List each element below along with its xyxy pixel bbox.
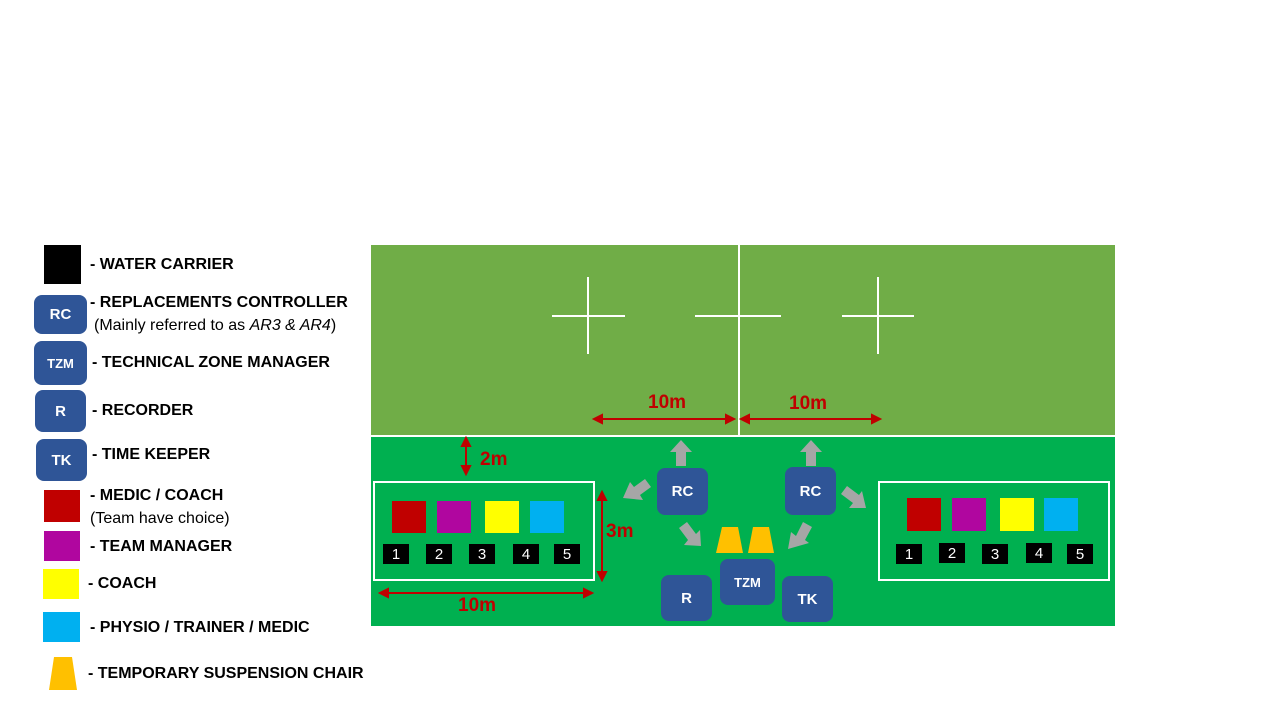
dim-label-10m-left: 10m <box>648 392 687 413</box>
right-coach <box>1000 498 1034 531</box>
right-water-carrier-5: 5 <box>1067 544 1093 564</box>
right-water-carrier-3: 3 <box>982 544 1008 564</box>
legend-temp-chair: - TEMPORARY SUSPENSION CHAIR <box>88 665 364 682</box>
team-manager-swatch <box>44 531 80 561</box>
official-rc-left: RC <box>657 468 708 515</box>
legend-r-badge: R <box>35 390 86 432</box>
dim-label-2m: 2m <box>480 449 508 470</box>
official-rc-right: RC <box>785 467 836 515</box>
medic-coach-swatch <box>44 490 80 522</box>
water-carrier-swatch <box>44 245 81 284</box>
arrow-upleft-left-rc <box>623 479 651 500</box>
arrow-up-right-rc <box>800 440 822 466</box>
left-team-manager <box>437 501 471 533</box>
left-medic-coach <box>392 501 426 533</box>
dim-label-3m: 3m <box>606 521 634 542</box>
official-tk: TK <box>782 576 833 622</box>
left-water-carrier-4: 4 <box>513 544 539 564</box>
legend-rc-note: (Mainly referred to as AR3 & AR4) <box>94 317 336 335</box>
legend-replacements-controller: - REPLACEMENTS CONTROLLER <box>90 294 348 311</box>
official-r: R <box>661 575 712 621</box>
temp-chair-1 <box>716 527 743 553</box>
legend-water-carrier: - WATER CARRIER <box>90 256 234 273</box>
rc-note-suffix: ) <box>330 317 337 334</box>
right-physio <box>1044 498 1078 531</box>
left-water-carrier-3: 3 <box>469 544 495 564</box>
official-tzm: TZM <box>720 559 775 605</box>
right-water-carrier-4: 4 <box>1026 543 1052 563</box>
coach-swatch <box>43 569 79 599</box>
legend-physio: - PHYSIO / TRAINER / MEDIC <box>90 619 310 636</box>
right-water-carrier-1: 1 <box>896 544 922 564</box>
legend-technical-zone-manager: - TECHNICAL ZONE MANAGER <box>92 354 330 371</box>
arrow-downright-left-rc <box>679 522 701 546</box>
arrow-upright-right-rc <box>841 486 866 508</box>
left-water-carrier-1: 1 <box>383 544 409 564</box>
dim-label-10m-bottom: 10m <box>458 595 497 616</box>
physio-swatch <box>43 612 80 642</box>
rc-note-prefix: (Mainly referred to as <box>94 317 250 334</box>
legend-time-keeper: - TIME KEEPER <box>92 446 211 463</box>
legend-medic-coach: - MEDIC / COACH <box>90 487 224 504</box>
legend-team-manager: - TEAM MANAGER <box>90 538 233 555</box>
left-water-carrier-5: 5 <box>554 544 580 564</box>
right-water-carrier-2: 2 <box>939 543 965 563</box>
legend-rc-badge: RC <box>34 295 87 334</box>
legend-recorder: - RECORDER <box>92 402 194 419</box>
left-team-zone <box>373 481 595 581</box>
temp-chair-2 <box>748 527 774 553</box>
legend-tzm-badge: TZM <box>34 341 87 385</box>
rc-note-italic: AR3 & AR4 <box>249 317 331 334</box>
right-medic-coach <box>907 498 941 531</box>
right-team-zone <box>878 481 1110 581</box>
arrow-downleft-right-rc <box>788 522 812 549</box>
left-coach <box>485 501 519 533</box>
right-team-manager <box>952 498 986 531</box>
field-upper <box>371 245 1115 436</box>
left-water-carrier-2: 2 <box>426 544 452 564</box>
arrow-up-left-rc <box>670 440 692 466</box>
dim-label-10m-right: 10m <box>789 393 828 414</box>
legend-medic-coach-note: (Team have choice) <box>90 510 230 527</box>
legend-tk-badge: TK <box>36 439 87 481</box>
legend-coach: - COACH <box>88 575 157 592</box>
left-physio <box>530 501 564 533</box>
